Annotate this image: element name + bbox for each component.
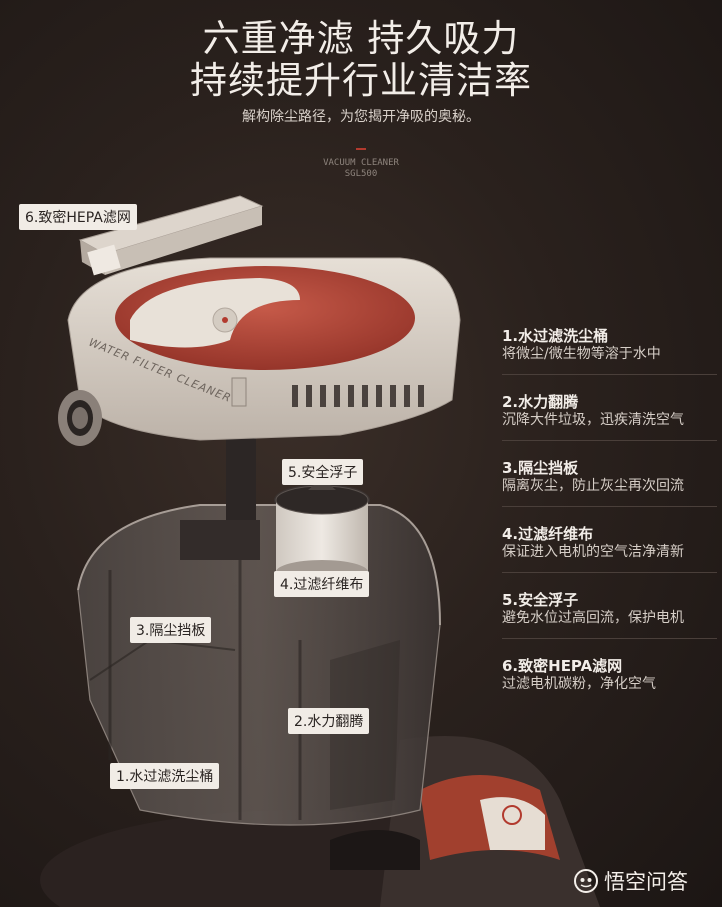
feature-4-name: 4.过滤纤维布 bbox=[502, 525, 594, 543]
feature-1-name: 1.水过滤洗尘桶 bbox=[502, 327, 609, 345]
base-unit bbox=[40, 736, 600, 907]
fiber-filter bbox=[274, 478, 370, 584]
callout-baffle: 3.隔尘挡板 bbox=[130, 617, 212, 643]
divider bbox=[502, 638, 717, 639]
feature-4-desc: 保证进入电机的空气洁净清新 bbox=[502, 544, 684, 560]
brand-accent-bar bbox=[356, 148, 366, 150]
divider bbox=[502, 440, 717, 441]
title-line-1: 六重净滤 持久吸力 bbox=[202, 17, 520, 60]
feature-2-desc: 沉降大件垃圾，迅疾清洗空气 bbox=[502, 412, 684, 428]
feature-3-name: 3.隔尘挡板 bbox=[502, 459, 579, 477]
feature-1-desc: 将微尘/微生物等溶于水中 bbox=[502, 346, 661, 362]
subtitle: 解构除尘路径，为您揭开净吸的奥秘。 bbox=[242, 109, 480, 125]
lid-vents bbox=[292, 385, 424, 407]
callout-bucket: 1.水过滤洗尘桶 bbox=[110, 763, 220, 789]
feature-5-name: 5.安全浮子 bbox=[502, 591, 579, 609]
feature-5: 5.安全浮子 避免水位过高回流，保护电机 bbox=[502, 591, 717, 627]
hose-connector bbox=[58, 390, 102, 446]
watermark-text: 悟空问答 bbox=[604, 870, 688, 894]
divider bbox=[502, 374, 717, 375]
watermark-logo: 悟空问答 bbox=[574, 866, 688, 896]
hepa-filter bbox=[78, 195, 264, 276]
brand-line-2: SGL500 bbox=[344, 169, 378, 179]
feature-5-desc: 避免水位过高回流，保护电机 bbox=[502, 610, 684, 626]
feature-6: 6.致密HEPA滤网 过滤电机碳粉，净化空气 bbox=[502, 657, 717, 693]
callout-water-tumble: 2.水力翻腾 bbox=[288, 708, 370, 734]
brand-model: VACUUM CLEANER SGL500 bbox=[306, 158, 416, 180]
feature-3: 3.隔尘挡板 隔离灰尘，防止灰尘再次回流 bbox=[502, 459, 717, 495]
feature-1: 1.水过滤洗尘桶 将微尘/微生物等溶于水中 bbox=[502, 327, 717, 363]
divider bbox=[502, 506, 717, 507]
callout-float: 5.安全浮子 bbox=[282, 459, 364, 485]
lid: WATER FILTER CLEANER bbox=[67, 257, 461, 441]
callout-fiber: 4.过滤纤维布 bbox=[274, 571, 370, 597]
feature-2: 2.水力翻腾 沉降大件垃圾，迅疾清洗空气 bbox=[502, 393, 717, 429]
wukong-logo-icon bbox=[574, 869, 598, 893]
title-line-2: 持续提升行业清洁率 bbox=[190, 59, 532, 102]
air-tube bbox=[180, 430, 260, 560]
feature-6-desc: 过滤电机碳粉，净化空气 bbox=[502, 676, 656, 692]
divider bbox=[502, 572, 717, 573]
callout-hepa: 6.致密HEPA滤网 bbox=[19, 204, 137, 230]
feature-6-name: 6.致密HEPA滤网 bbox=[502, 657, 623, 675]
feature-3-desc: 隔离灰尘，防止灰尘再次回流 bbox=[502, 478, 684, 494]
brand-line-1: VACUUM CLEANER bbox=[323, 158, 399, 168]
feature-2-name: 2.水力翻腾 bbox=[502, 393, 579, 411]
feature-4: 4.过滤纤维布 保证进入电机的空气洁净清新 bbox=[502, 525, 717, 561]
